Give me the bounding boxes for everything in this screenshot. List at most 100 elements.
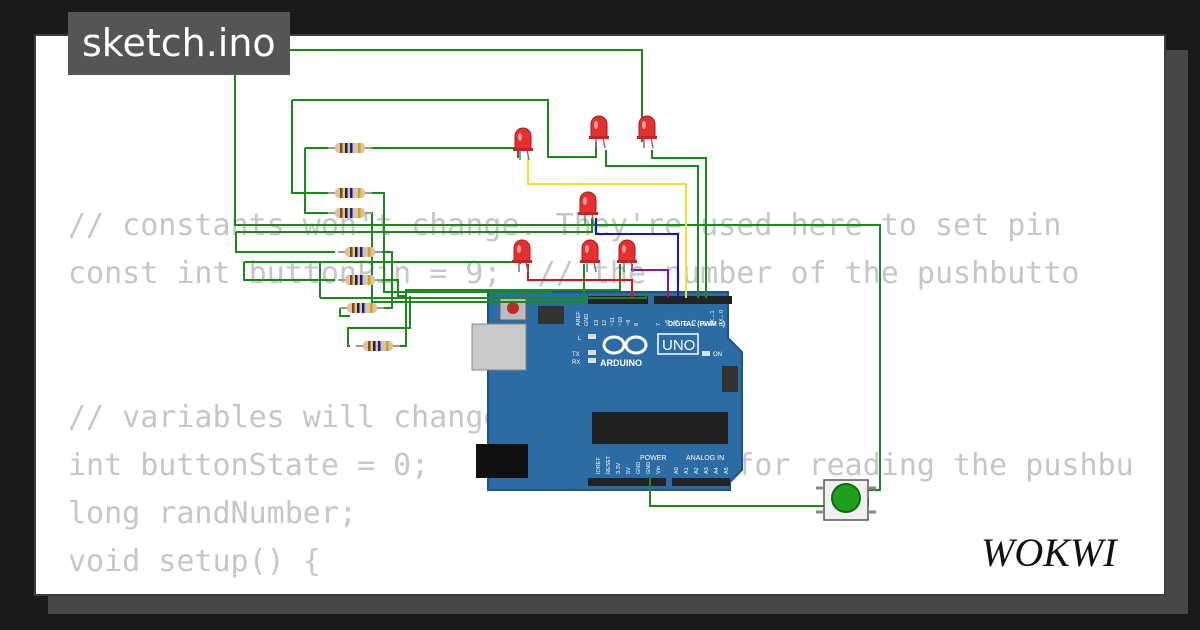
uno-badge: [657, 333, 699, 355]
pin-label: 13: [594, 320, 600, 326]
code-line: // variables will change:: [68, 400, 520, 435]
wire: [365, 192, 552, 293]
resistor-icon[interactable]: [356, 341, 400, 351]
wire: [394, 292, 647, 347]
reset-button[interactable]: [507, 302, 519, 314]
wire: [605, 150, 699, 298]
pin-label: 8: [634, 323, 640, 326]
wokwi-logo: WOKWI: [981, 530, 1118, 575]
led-icon[interactable]: [512, 239, 532, 273]
pin-label: GND: [646, 462, 652, 474]
code-line: void setup() {: [68, 544, 321, 579]
pin-label: A1: [684, 467, 690, 474]
atmega-chip: [592, 412, 728, 444]
wire: [244, 261, 521, 264]
pin-label: IOREF: [596, 457, 602, 474]
led-icon[interactable]: [578, 191, 598, 225]
pin-label: TX→1: [710, 310, 716, 326]
led-rx: [588, 358, 596, 363]
led-icon[interactable]: [580, 239, 600, 273]
pin-label: ~3: [692, 320, 698, 326]
resistor-icon[interactable]: [340, 303, 384, 313]
resistor-icon[interactable]: [338, 275, 382, 285]
board-brand: ARDUINO: [600, 358, 642, 368]
wires: [234, 49, 881, 507]
pin-label: AREF: [576, 311, 582, 326]
wire: [235, 49, 643, 142]
wire: [527, 158, 687, 298]
pin-label: A4: [714, 467, 720, 474]
led-icon[interactable]: [513, 127, 533, 161]
usb-port: [471, 323, 527, 371]
pin-label: RESET: [606, 455, 612, 474]
pin-label: ~5: [674, 320, 680, 326]
pin-label: ~6: [665, 320, 671, 326]
led-on: [702, 351, 710, 356]
pushbutton-icon[interactable]: [816, 479, 876, 521]
led-l: [588, 334, 596, 339]
pin-label: A2: [694, 467, 700, 474]
sketch-title: sketch.ino: [68, 12, 290, 75]
resistor-icon[interactable]: [338, 247, 382, 257]
code-line: long randNumber;: [68, 496, 357, 531]
power-label: POWER: [640, 455, 666, 462]
pin-label: GND: [636, 462, 642, 474]
pin-label: 4: [683, 323, 689, 326]
header-power: [588, 478, 666, 486]
resistor-icon[interactable]: [328, 188, 372, 198]
led-icon[interactable]: [637, 115, 657, 149]
pin-label: 3.3V: [616, 462, 622, 474]
wire: [649, 476, 824, 507]
resistor-group: [328, 143, 400, 351]
header-analog: [672, 478, 730, 486]
wire: [365, 264, 621, 297]
icsp-header: [538, 306, 564, 324]
resistor-icon[interactable]: [328, 208, 372, 218]
resistor-icon[interactable]: [328, 143, 372, 153]
wire: [235, 232, 335, 253]
pin-label: RX←0: [719, 310, 725, 326]
wire: [236, 218, 593, 233]
icsp2-header: [722, 366, 738, 392]
led-icon[interactable]: [589, 115, 609, 149]
wire: [234, 50, 881, 491]
header-digital-high: [588, 296, 648, 304]
analog-label: ANALOG IN: [686, 455, 724, 462]
led-tx: [588, 350, 596, 355]
wire: [292, 99, 597, 158]
pin-label: A5: [724, 467, 730, 474]
wire: [339, 308, 350, 317]
digital-label: DIGITAL (PWM ~): [668, 321, 725, 328]
pin-label: A0: [674, 467, 680, 474]
board-model: UNO: [662, 337, 695, 354]
wire: [304, 148, 335, 214]
wire: [651, 150, 707, 298]
header-digital-low: [654, 296, 732, 304]
wire: [291, 100, 335, 194]
pin-label: ~11: [610, 317, 616, 326]
wire: [347, 296, 411, 347]
led-l-label: L: [578, 336, 582, 342]
led-icon[interactable]: [617, 239, 637, 273]
pin-label: Vin: [656, 466, 662, 474]
pin-label: 5V: [626, 467, 632, 474]
pin-label: A3: [704, 467, 710, 474]
arduino-uno-icon[interactable]: ARDUINO UNO DIGITAL (PWM ~) POWER ANALOG…: [471, 291, 743, 491]
led-group: [512, 115, 657, 273]
led-tx-label: TX: [572, 352, 580, 358]
pin-label: 2: [701, 323, 707, 326]
wire: [243, 262, 335, 281]
pin-label: ~9: [626, 320, 632, 326]
code-line: // initialize the LED pin as an output:: [68, 586, 808, 594]
pin-label: 7: [656, 323, 662, 326]
pin-label: 12: [602, 320, 608, 326]
wire: [365, 147, 519, 158]
pin-label: GND: [584, 314, 590, 326]
brand-text: WOKWI: [981, 530, 1118, 575]
on-label: ON: [713, 352, 722, 358]
pin-label: ~10: [618, 317, 624, 326]
wire: [595, 218, 679, 298]
arduino-infinity-logo: [602, 335, 648, 355]
